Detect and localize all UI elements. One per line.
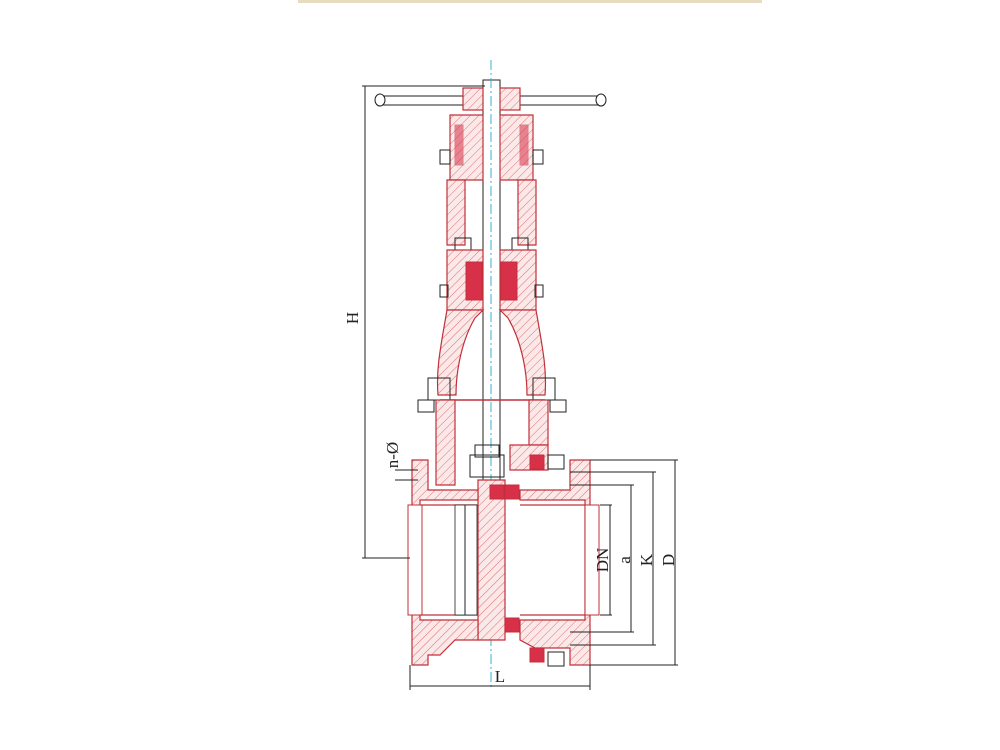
yoke-upper <box>446 179 537 251</box>
dim-label-d: D <box>659 554 678 566</box>
dim-label-dn: DN <box>593 548 612 573</box>
dim-label-bolt-holes: n-Ø <box>383 442 402 468</box>
dimension-lines <box>362 85 678 690</box>
valve-body-neck <box>417 399 567 486</box>
gate-wedge <box>469 444 520 641</box>
dim-label-k: K <box>637 553 656 566</box>
dim-label-l: L <box>495 667 505 686</box>
bonnet <box>427 309 556 401</box>
dim-label-h: H <box>343 312 362 324</box>
top-rule <box>298 0 762 3</box>
yoke-nut-housing <box>439 87 544 181</box>
dim-label-a: a <box>615 556 634 564</box>
